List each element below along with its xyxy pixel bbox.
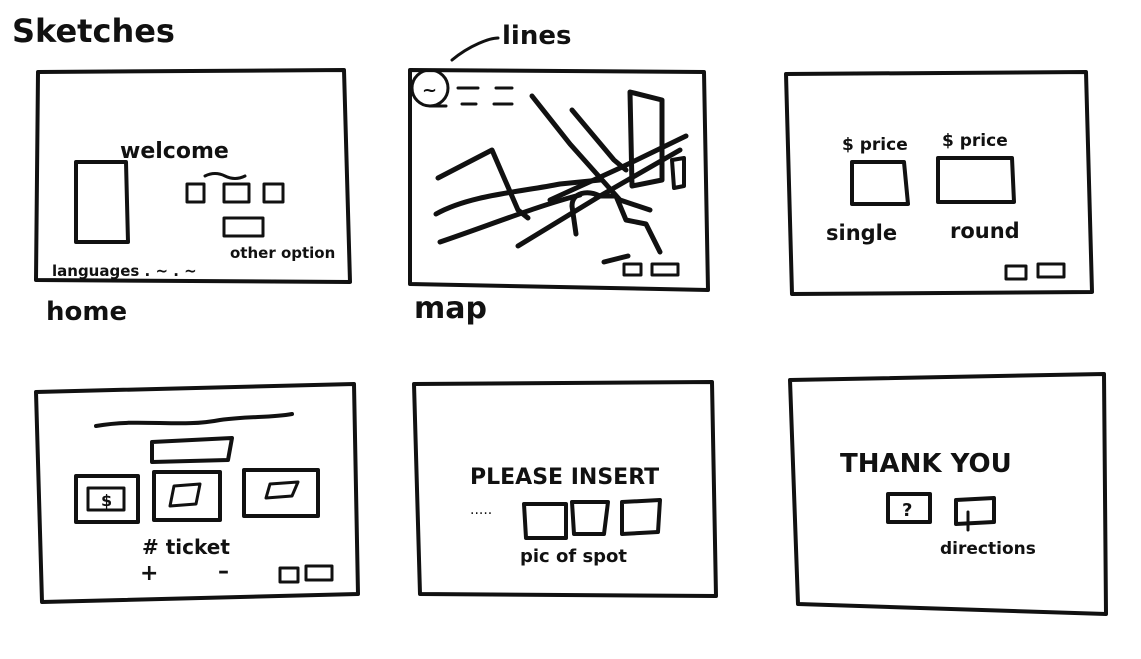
ticket-plus-button: + bbox=[140, 561, 158, 586]
insert-dots: ..... bbox=[470, 502, 492, 518]
home-language-button-2 bbox=[222, 182, 251, 204]
insert-slot-1 bbox=[522, 502, 568, 540]
home-welcome-text: welcome bbox=[120, 139, 229, 164]
home-logo-box bbox=[74, 160, 130, 244]
frame-map-border bbox=[408, 68, 710, 292]
map-route-line-5 bbox=[569, 107, 629, 173]
thanks-help-question: ? bbox=[902, 500, 912, 521]
home-language-button-1 bbox=[185, 182, 206, 204]
ticket-option-2-inner bbox=[168, 482, 202, 508]
page-title-colon: : bbox=[166, 17, 175, 47]
map-route-line-4 bbox=[529, 93, 653, 213]
insert-slot-2 bbox=[570, 500, 610, 536]
callout-lines-label: lines bbox=[502, 21, 571, 51]
frame-map-caption: map bbox=[414, 291, 487, 326]
map-route-line-2 bbox=[433, 177, 603, 217]
ticket-option-1 bbox=[74, 474, 140, 524]
thanks-heading: THANK YOU bbox=[840, 449, 1012, 479]
home-other-option-button bbox=[222, 216, 265, 238]
price-single-label: single bbox=[826, 221, 897, 245]
ticket-squiggle-heading bbox=[94, 412, 294, 428]
price-round-ticket-box bbox=[936, 156, 1016, 204]
home-squiggle-text bbox=[203, 172, 247, 180]
ticket-top-bar bbox=[150, 436, 234, 464]
price-nav-button-next bbox=[1036, 262, 1066, 279]
frame-insert: PLEASE INSERT ..... pic of spot bbox=[412, 380, 718, 598]
page-title: Sketches bbox=[12, 12, 175, 50]
home-languages-text: languages . ~ . ~ bbox=[52, 262, 197, 280]
frame-home: welcome other option languages . ~ . ~ h… bbox=[34, 68, 352, 327]
ticket-dollar-symbol: $ bbox=[101, 491, 112, 510]
map-legend-dashes bbox=[428, 86, 514, 108]
frame-ticket-border bbox=[34, 382, 360, 604]
price-round-price-text: $ price bbox=[942, 131, 1008, 151]
map-nav-button-next bbox=[650, 262, 680, 277]
ticket-option-2 bbox=[152, 470, 222, 522]
home-other-option-text: other option bbox=[230, 244, 335, 262]
frame-ticket-count: $ # ticket + – bbox=[34, 382, 360, 604]
frame-thanks: THANK YOU ? directions bbox=[788, 372, 1108, 616]
frame-map: ~ map bbox=[408, 68, 710, 326]
ticket-option-3-inner bbox=[264, 480, 300, 500]
map-line-badge-text: ~ bbox=[422, 80, 437, 101]
price-nav-button-back bbox=[1004, 264, 1028, 281]
thanks-help-box bbox=[886, 492, 932, 524]
thanks-directions-box bbox=[954, 496, 996, 526]
thanks-directions-label: directions bbox=[940, 539, 1036, 559]
ticket-option-1-inner bbox=[86, 486, 126, 512]
frame-thanks-border bbox=[788, 372, 1108, 616]
map-small-block bbox=[670, 156, 686, 190]
frame-home-caption: home bbox=[46, 297, 127, 327]
frame-insert-border bbox=[412, 380, 718, 598]
insert-slot-3 bbox=[620, 498, 662, 536]
ticket-option-3 bbox=[242, 468, 320, 518]
frame-price-border bbox=[784, 70, 1094, 296]
callout-leader-line bbox=[450, 36, 500, 62]
map-route-line-3 bbox=[437, 192, 583, 245]
ticket-nav-button-back bbox=[278, 566, 300, 584]
insert-heading: PLEASE INSERT bbox=[470, 465, 659, 490]
price-single-price-text: $ price bbox=[842, 135, 908, 155]
ticket-nav-button-next bbox=[304, 564, 334, 582]
map-nav-button-back bbox=[622, 262, 643, 277]
ticket-count-label: # ticket bbox=[142, 535, 230, 559]
home-language-button-3 bbox=[262, 182, 285, 204]
frame-price: $ price $ price single round bbox=[784, 70, 1094, 296]
insert-pic-label: pic of spot bbox=[520, 546, 627, 567]
map-building-block bbox=[627, 89, 665, 189]
map-route-line-8 bbox=[569, 190, 663, 265]
price-single-ticket-box bbox=[850, 160, 910, 206]
ticket-minus-button: – bbox=[218, 559, 229, 584]
frame-home-border bbox=[34, 68, 352, 284]
price-round-label: round bbox=[950, 219, 1020, 243]
